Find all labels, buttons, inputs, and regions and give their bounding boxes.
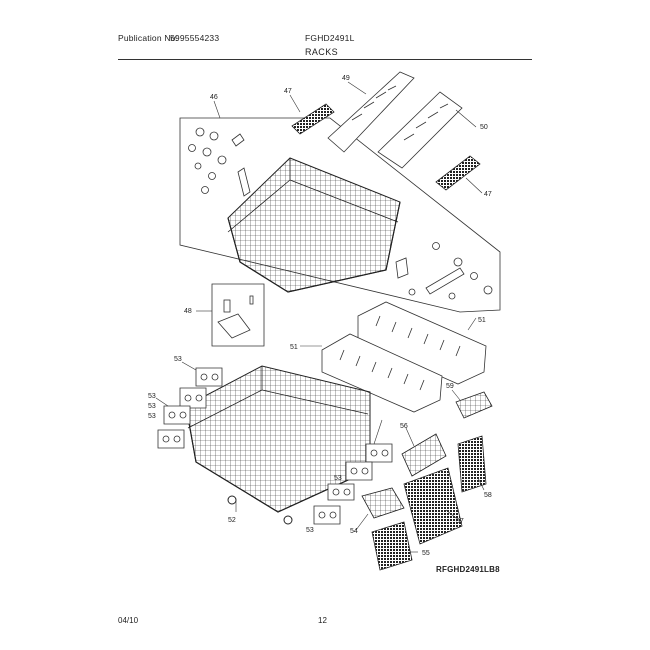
callout-53-e: 53 bbox=[334, 475, 342, 482]
part-58-basket-side bbox=[457, 435, 487, 493]
callout-55: 55 bbox=[422, 550, 430, 557]
callout-52: 52 bbox=[228, 517, 236, 524]
upper-rack-left-hardware bbox=[188, 127, 251, 197]
part-49-tine-row bbox=[327, 71, 415, 153]
callout-48: 48 bbox=[184, 308, 192, 315]
part-55-basket-small bbox=[371, 521, 413, 571]
callout-51-lower: 51 bbox=[290, 344, 298, 351]
footer-date: 04/10 bbox=[118, 616, 139, 625]
publication-number: 5995554233 bbox=[170, 33, 220, 43]
part-48-inset bbox=[211, 283, 265, 347]
part-54-basket-lid-small bbox=[361, 487, 405, 519]
part-53-roller-group bbox=[157, 367, 393, 525]
callout-53-b: 53 bbox=[148, 393, 156, 400]
callout-57: 57 bbox=[456, 518, 464, 525]
callout-46: 46 bbox=[210, 94, 218, 101]
callout-50: 50 bbox=[480, 124, 488, 131]
callout-51-upper: 51 bbox=[478, 317, 486, 324]
part-51-tine-rack-lower bbox=[321, 333, 443, 413]
callout-53-c: 53 bbox=[148, 403, 156, 410]
footer-page-number: 12 bbox=[318, 616, 327, 625]
leader-lines bbox=[155, 81, 485, 553]
upper-rack-right-hardware bbox=[395, 242, 493, 300]
part-56-basket-cover bbox=[401, 433, 447, 477]
part-50-tine-row bbox=[377, 91, 463, 169]
callout-53-f: 53 bbox=[306, 527, 314, 534]
drawing-id: RFGHD2491LB8 bbox=[436, 565, 500, 574]
callout-56: 56 bbox=[400, 423, 408, 430]
section-title: RACKS bbox=[305, 47, 339, 57]
callout-53-a: 53 bbox=[174, 356, 182, 363]
part-47-clip-strip-right bbox=[435, 155, 481, 191]
publication-label: Publication No: bbox=[118, 33, 179, 43]
callout-53-d: 53 bbox=[148, 413, 156, 420]
callout-49: 49 bbox=[342, 75, 350, 82]
callout-58: 58 bbox=[484, 492, 492, 499]
callout-layer: 46 47 49 50 47 48 51 51 53 53 53 53 53 5… bbox=[148, 75, 492, 557]
callout-54: 54 bbox=[350, 528, 358, 535]
header-divider bbox=[118, 59, 532, 60]
upper-rack-assembly-outline bbox=[179, 117, 501, 313]
part-57-basket-main bbox=[403, 467, 463, 545]
callout-59: 59 bbox=[446, 383, 454, 390]
upper-rack-basket bbox=[227, 157, 401, 293]
callout-47-top: 47 bbox=[284, 88, 292, 95]
model-number: FGHD2491L bbox=[305, 33, 355, 43]
part-47-clip-strip-top bbox=[291, 103, 335, 135]
callout-47-right: 47 bbox=[484, 191, 492, 198]
part-59-basket-lid bbox=[455, 391, 493, 419]
